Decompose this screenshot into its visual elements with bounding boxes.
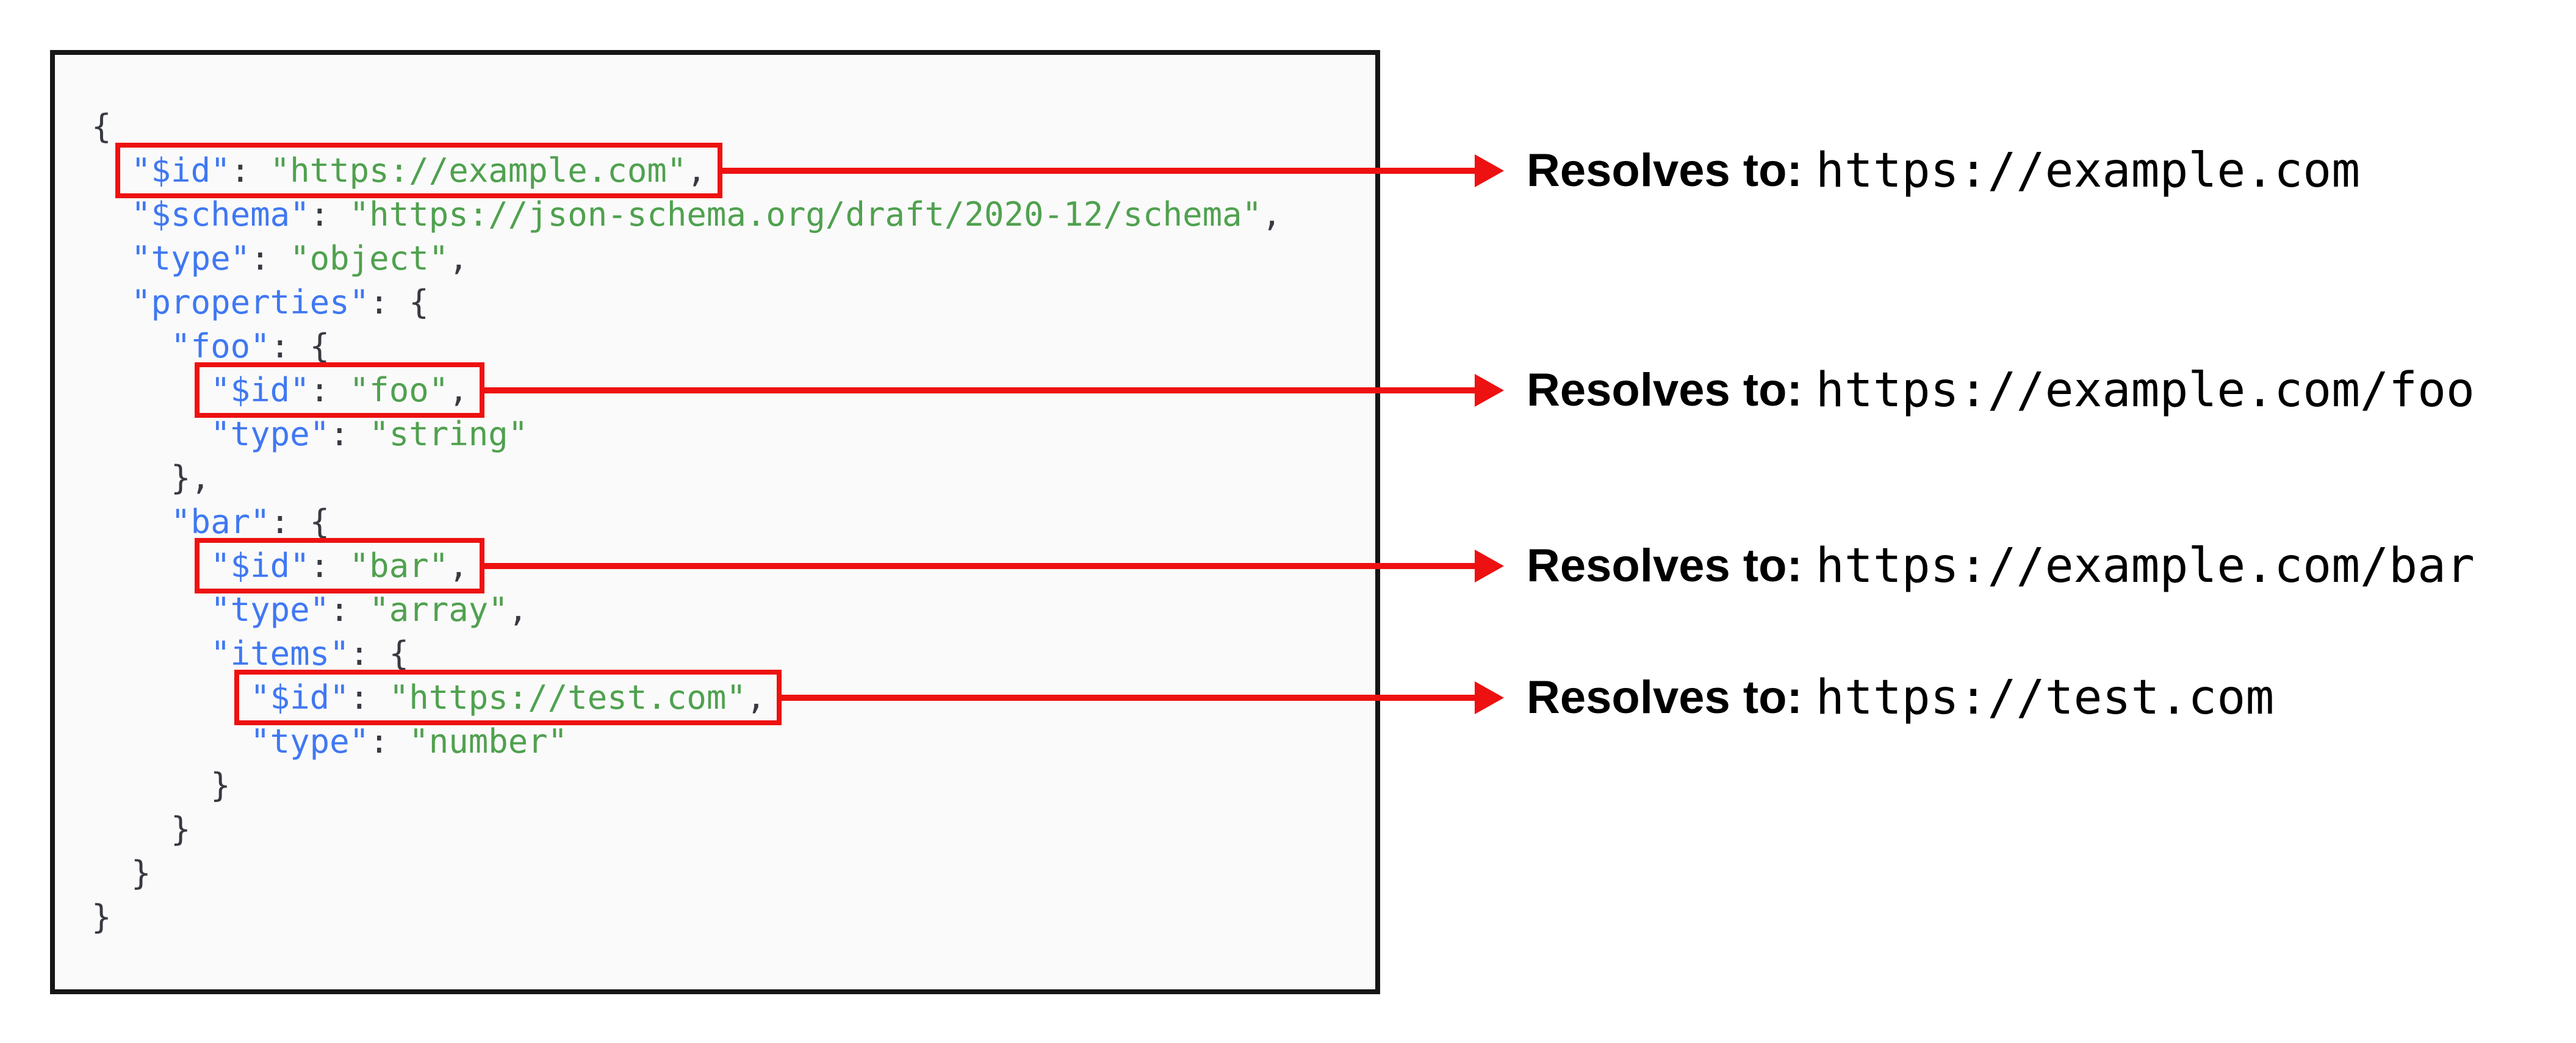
code-token: } <box>171 810 191 848</box>
code-token: : <box>309 371 350 409</box>
code-line: "bar": { <box>92 500 1375 544</box>
code-line: "foo": { <box>92 324 1375 368</box>
code-token: , <box>448 547 469 585</box>
code-token: "$id" <box>210 371 310 409</box>
arrow-head-icon <box>1475 154 1504 187</box>
code-line: "$id": "foo", <box>92 362 1375 418</box>
code-line: { <box>92 105 1375 149</box>
code-token: "number" <box>409 722 568 761</box>
code-token: : <box>369 722 409 761</box>
code-line: "type": "string" <box>92 412 1375 456</box>
code-line: "$id": "https://test.com", <box>92 670 1375 725</box>
code-token: "https://json-schema.org/draft/2020-12/s… <box>349 195 1262 234</box>
code-token: : <box>329 415 370 453</box>
code-line: }, <box>92 456 1375 500</box>
code-line: "type": "object", <box>92 237 1375 281</box>
code-token: , <box>448 371 469 409</box>
code-token: , <box>448 239 469 278</box>
resolves-to-label: Resolves to: <box>1527 364 1802 416</box>
resolved-url: https://example.com/bar <box>1815 538 2475 593</box>
code-token: } <box>131 854 151 892</box>
code-token: : { <box>270 327 330 365</box>
resolved-url: https://test.com <box>1815 670 2275 725</box>
resolve-arrow-line <box>484 562 1478 569</box>
code-line: "items": { <box>92 632 1375 676</box>
resolve-arrow-line <box>484 387 1478 393</box>
code-line: "type": "number" <box>92 720 1375 764</box>
code-token: "items" <box>210 634 350 673</box>
code-line: } <box>92 764 1375 808</box>
resolve-arrow-line <box>782 694 1478 701</box>
code-token: "foo" <box>171 327 270 365</box>
code-line: } <box>92 851 1375 895</box>
code-line: "$id": "bar", <box>92 538 1375 593</box>
arrow-head-icon <box>1475 549 1504 582</box>
code-token: "$id" <box>250 678 350 717</box>
code-token: "array" <box>369 590 508 629</box>
code-token: "https://example.com" <box>270 151 687 190</box>
code-token: : <box>250 239 290 278</box>
code-token: "string" <box>369 415 528 453</box>
code-token: "properties" <box>131 283 370 321</box>
resolves-to-label: Resolves to: <box>1527 145 1802 196</box>
resolves-to-label: Resolves to: <box>1527 540 1802 592</box>
code-token: : <box>349 678 389 717</box>
code-token: : <box>230 151 270 190</box>
resolve-arrow-line <box>722 167 1478 174</box>
code-token: : { <box>270 503 330 541</box>
code-token: : <box>309 195 350 234</box>
code-token: , <box>746 678 766 717</box>
code-token: "object" <box>290 239 449 278</box>
arrow-head-icon <box>1475 373 1504 407</box>
code-line: "type": "array", <box>92 588 1375 632</box>
resolved-url: https://example.com/foo <box>1815 362 2475 418</box>
id-highlight-box: "$id": "https://example.com", <box>115 143 722 198</box>
id-highlight-box: "$id": "foo", <box>195 362 484 418</box>
json-schema-code-panel: { "$id": "https://example.com", "$schema… <box>50 50 1380 994</box>
code-token: "bar" <box>171 503 270 541</box>
code-token: , <box>508 590 528 629</box>
resolves-to-label: Resolves to: <box>1527 672 1802 723</box>
code-token: : { <box>349 634 409 673</box>
code-token: "type" <box>131 239 251 278</box>
code-token: "https://test.com" <box>389 678 746 717</box>
code-line: } <box>92 808 1375 851</box>
code-token: } <box>92 898 112 936</box>
code-token: "type" <box>210 415 330 453</box>
code-token: "$schema" <box>131 195 310 234</box>
code-token: : <box>329 590 370 629</box>
code-token: "foo" <box>349 371 449 409</box>
resolution-annotation: Resolves to: https://example.com <box>1527 139 2360 203</box>
code-line: "$id": "https://example.com", <box>92 143 1375 198</box>
code-token: : <box>309 547 350 585</box>
resolution-annotation: Resolves to: https://test.com <box>1527 666 2274 729</box>
code-line: "$schema": "https://json-schema.org/draf… <box>92 193 1375 237</box>
code-block: { "$id": "https://example.com", "$schema… <box>55 55 1375 939</box>
resolution-annotation: Resolves to:https://example.com/foo <box>1527 359 2475 422</box>
code-token: { <box>92 107 112 146</box>
code-token: : { <box>369 283 429 321</box>
resolved-url: https://example.com <box>1815 143 2361 198</box>
id-highlight-box: "$id": "bar", <box>195 538 484 593</box>
id-highlight-box: "$id": "https://test.com", <box>234 670 782 725</box>
code-line: "properties": { <box>92 281 1375 324</box>
code-token: "$id" <box>131 151 231 190</box>
code-token: } <box>210 766 231 805</box>
code-token: , <box>1262 195 1282 234</box>
code-token: "$id" <box>210 547 310 585</box>
code-token: "bar" <box>349 547 449 585</box>
code-token: "type" <box>210 590 330 629</box>
resolution-annotation: Resolves to:https://example.com/bar <box>1527 534 2475 598</box>
code-token: "type" <box>250 722 370 761</box>
arrow-head-icon <box>1475 681 1504 714</box>
code-token: , <box>686 151 707 190</box>
code-token: }, <box>171 459 211 497</box>
code-line: } <box>92 895 1375 939</box>
